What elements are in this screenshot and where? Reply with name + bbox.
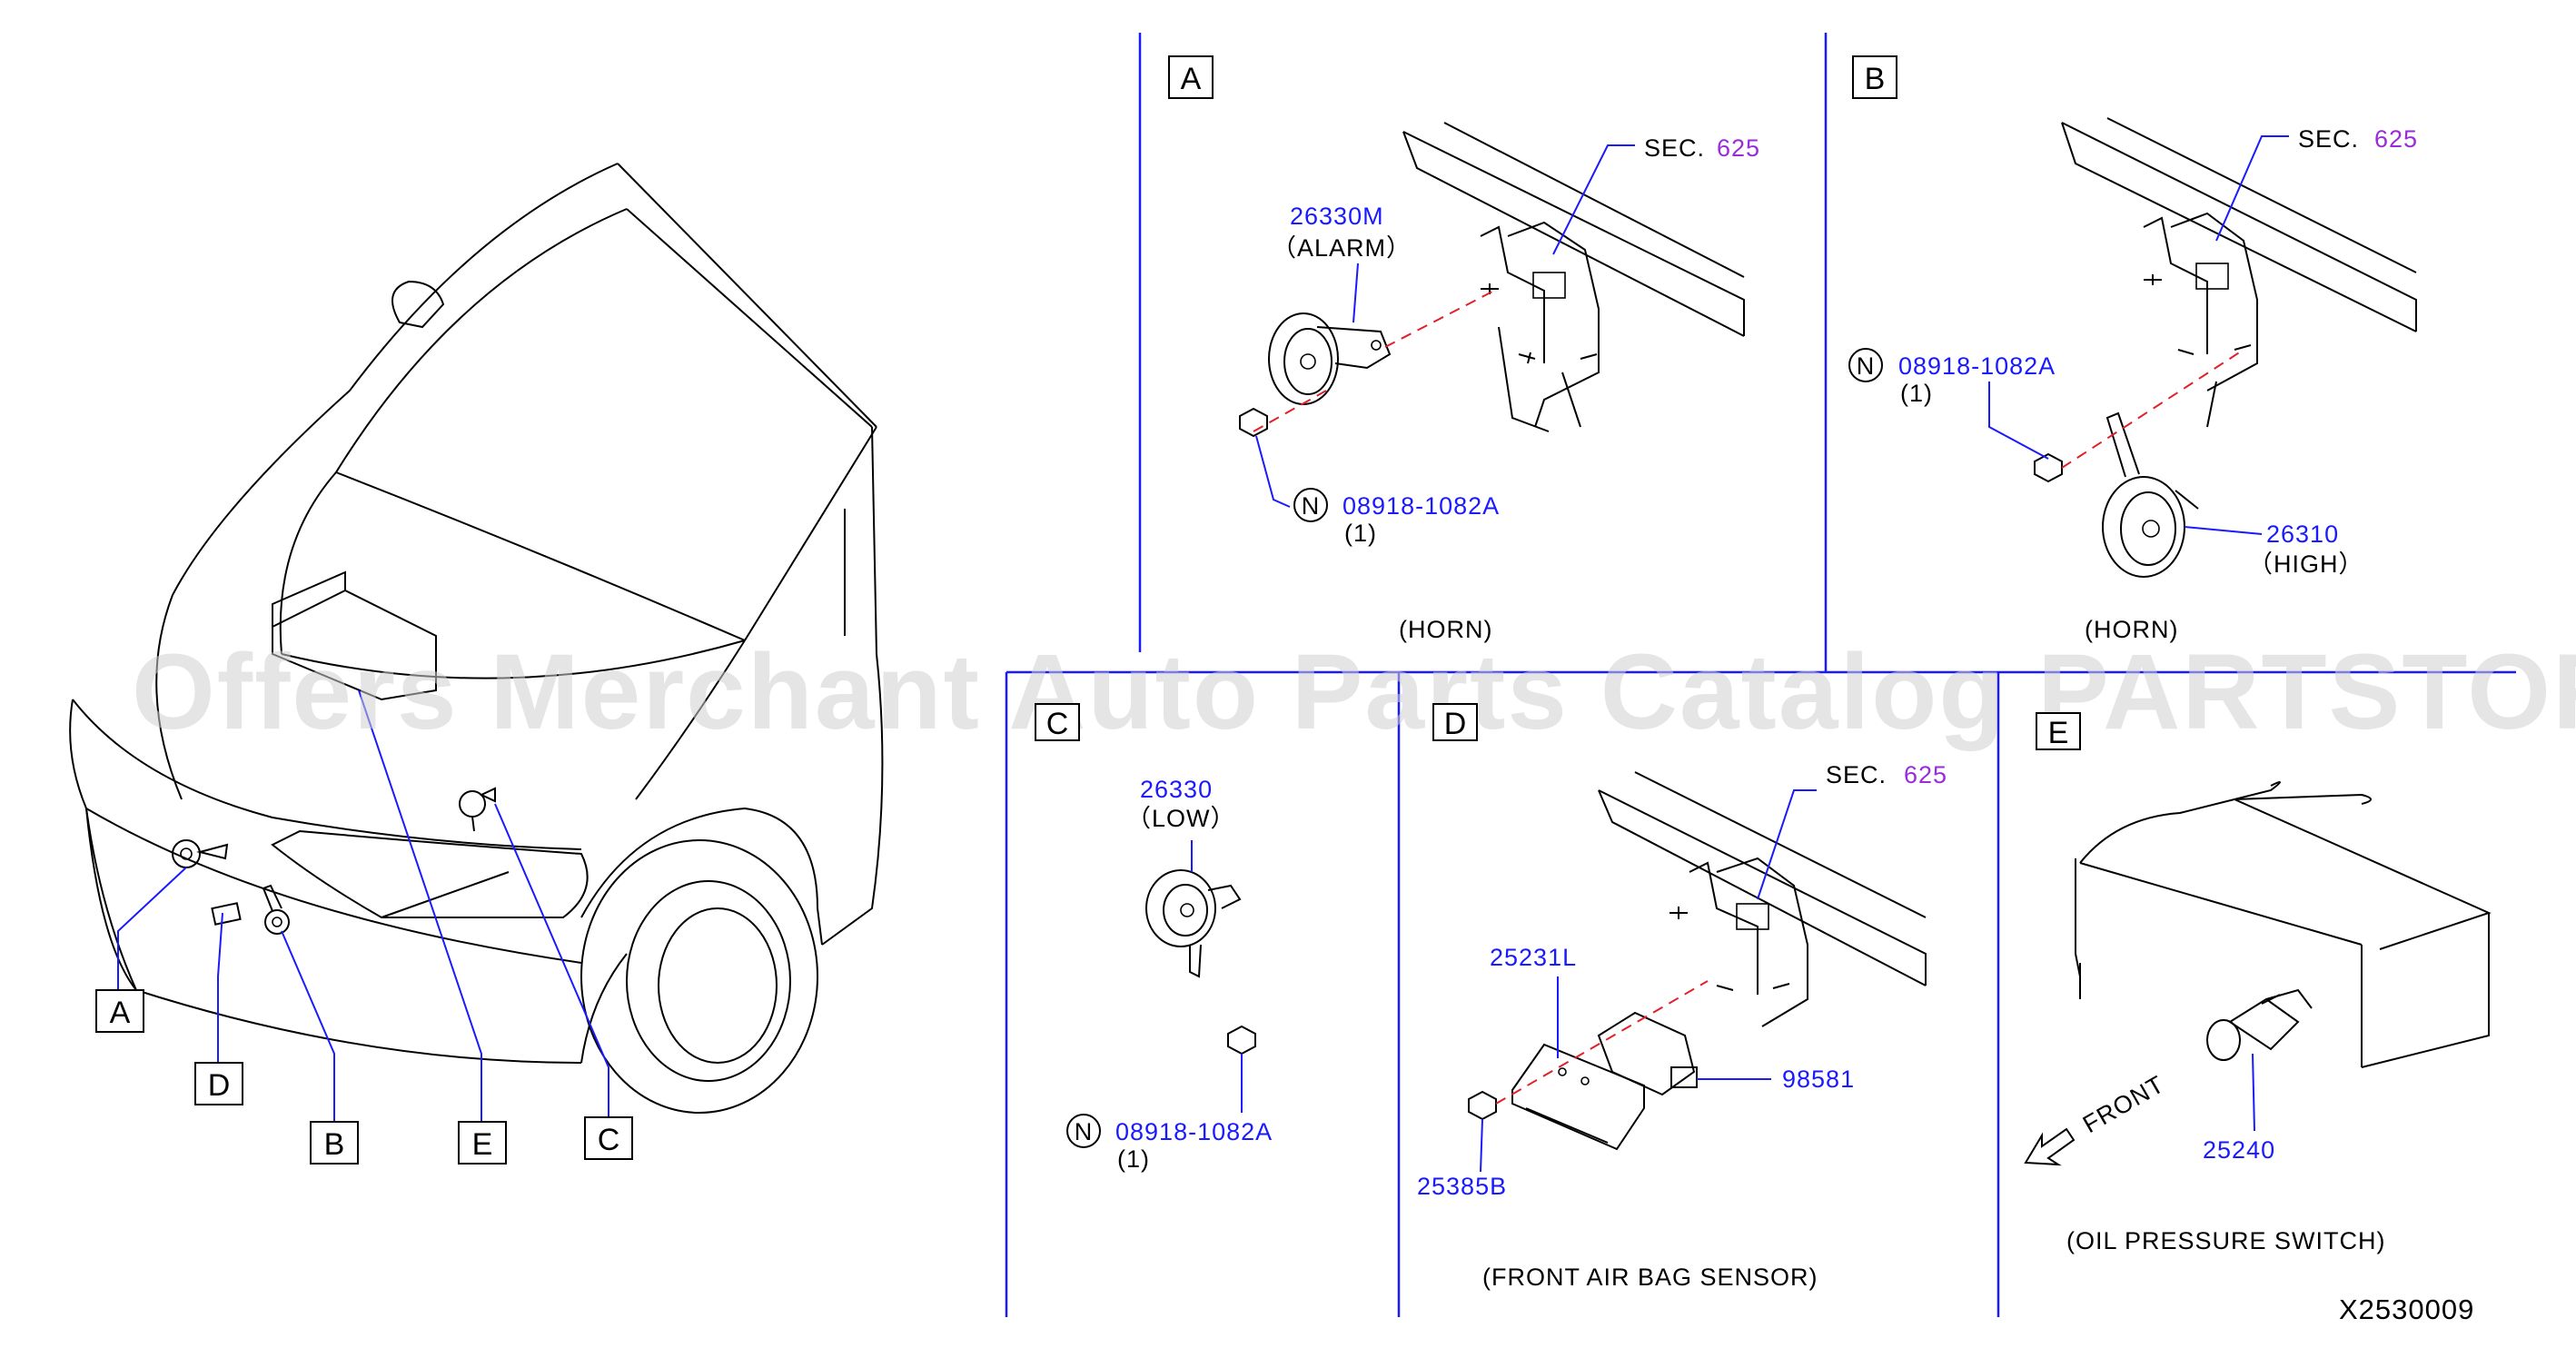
panel-c-part-desc: （LOW） bbox=[1126, 805, 1236, 832]
panel-b-sec-number[interactable]: 625 bbox=[2374, 125, 2418, 153]
panel-d-caption: (FRONT AIR BAG SENSOR) bbox=[1482, 1264, 1818, 1291]
panel-a-nut-qty: (1) bbox=[1344, 520, 1377, 547]
panel-d-sec-label: SEC. bbox=[1826, 761, 1887, 788]
panel-b-nut-symbol: N bbox=[1857, 352, 1876, 380]
panel-c-nut-part: 08918-1082A bbox=[1115, 1118, 1273, 1145]
panel-b-nut-qty: (1) bbox=[1900, 380, 1933, 407]
panel-d-bracket-part: 25231L bbox=[1490, 944, 1577, 971]
callout-label-c: C bbox=[598, 1123, 620, 1157]
panel-d-sensor-part: 98581 bbox=[1782, 1066, 1855, 1093]
panel-e-part-number: 25240 bbox=[2203, 1136, 2275, 1164]
diagram-id: X2530009 bbox=[2339, 1293, 2474, 1325]
panel-dividers bbox=[1005, 33, 2516, 1317]
callout-box-d[interactable]: D bbox=[194, 1062, 243, 1105]
panel-e: E FRONT 25240 (OIL PRESSURE SWITCH) bbox=[2024, 712, 2492, 1254]
callout-box-e[interactable]: E bbox=[458, 1121, 507, 1165]
panel-a-tag-label: A bbox=[1181, 62, 1202, 96]
vehicle-overview bbox=[69, 163, 884, 1131]
panel-a-nut-symbol-circle bbox=[1293, 488, 1328, 522]
panel-c-tag-label: C bbox=[1046, 707, 1069, 741]
panel-b-part-desc: （HIGH） bbox=[2248, 550, 2364, 578]
panel-c-nut-symbol: N bbox=[1075, 1118, 1094, 1145]
panel-a-nut-symbol: N bbox=[1302, 492, 1321, 520]
panel-a-sec-number[interactable]: 625 bbox=[1717, 134, 1760, 162]
panel-c: C 26330 （LOW） N 08918-1082A (1) bbox=[1035, 703, 1273, 1173]
panel-e-tag bbox=[2036, 712, 2081, 750]
panel-e-caption: (OIL PRESSURE SWITCH) bbox=[2066, 1227, 2386, 1254]
watermark: Offers Merchant Auto Parts Catalog PARTS… bbox=[132, 632, 2576, 752]
callout-box-b[interactable]: B bbox=[310, 1121, 359, 1165]
panel-e-front-label: FRONT bbox=[2078, 1070, 2169, 1138]
panel-a-caption: (HORN) bbox=[1399, 616, 1492, 643]
panel-a-sec-label: SEC. bbox=[1644, 134, 1705, 162]
panel-c-tag bbox=[1035, 703, 1080, 741]
panel-b-nut-symbol-circle bbox=[1848, 348, 1883, 382]
panel-b: B SEC. 625 N 08918-1082A (1) 26310 （HIGH… bbox=[1848, 55, 2418, 643]
callout-label-b: B bbox=[324, 1127, 345, 1162]
panel-c-part-number: 26330 bbox=[1140, 776, 1213, 803]
panel-c-nut-qty: (1) bbox=[1117, 1145, 1150, 1173]
callout-label-a: A bbox=[110, 996, 131, 1030]
panel-d-sec-number[interactable]: 625 bbox=[1904, 761, 1947, 788]
callout-label-d: D bbox=[208, 1068, 231, 1103]
panel-b-sec-label: SEC. bbox=[2298, 125, 2359, 153]
panel-a-part-desc: （ALARM） bbox=[1272, 234, 1412, 262]
panel-d-tag bbox=[1432, 703, 1478, 741]
panel-b-nut-part: 08918-1082A bbox=[1898, 352, 2056, 380]
panel-a-tag bbox=[1168, 55, 1214, 99]
panel-b-tag bbox=[1852, 55, 1897, 99]
panel-d-tag-label: D bbox=[1444, 707, 1467, 741]
panel-e-tag-label: E bbox=[2048, 716, 2069, 750]
callout-label-e: E bbox=[472, 1127, 493, 1162]
panel-a-nut-part: 08918-1082A bbox=[1342, 492, 1500, 520]
panel-b-part-number: 26310 bbox=[2266, 520, 2339, 548]
panel-b-tag-label: B bbox=[1865, 62, 1886, 96]
panel-d: D SEC. 625 25231L 98581 25385B (FRONT AI… bbox=[1417, 703, 1947, 1291]
panel-b-caption: (HORN) bbox=[2085, 616, 2178, 643]
panel-d-nut-part: 25385B bbox=[1417, 1173, 1507, 1200]
panel-a: A 26330M （ALARM） SEC. 625 N bbox=[1168, 55, 1760, 643]
callout-box-c[interactable]: C bbox=[584, 1116, 633, 1160]
panel-a-part-number: 26330M bbox=[1290, 203, 1384, 230]
panel-c-nut-symbol-circle bbox=[1066, 1114, 1101, 1148]
callout-box-a[interactable]: A bbox=[95, 989, 144, 1033]
